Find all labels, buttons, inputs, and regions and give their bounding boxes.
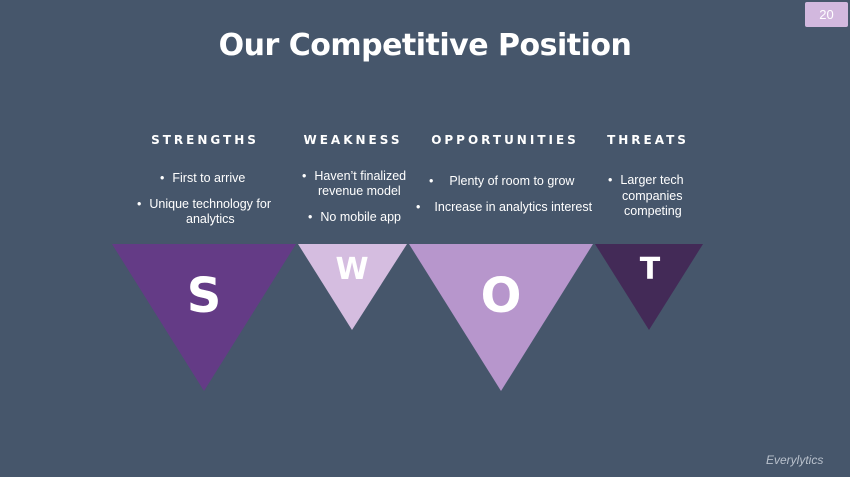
bullet-item: •Unique technology for (137, 197, 271, 211)
bullet-item-continued: competing (624, 204, 682, 218)
bullet-dot-icon: • (416, 200, 421, 214)
bullet-dot-icon: • (137, 197, 142, 211)
bullet-item-continued: companies (622, 189, 683, 203)
letter-w: W (335, 252, 369, 287)
bullet-item: •First to arrive (160, 171, 246, 185)
bullet-item: •Larger tech (608, 173, 684, 187)
strengths-triangle (112, 244, 296, 391)
bullet-item-continued: revenue model (318, 184, 401, 198)
bullet-dot-icon: • (160, 171, 165, 185)
page-number-badge: 20 (805, 2, 848, 27)
heading-weakness: WEAKNESS (303, 133, 403, 147)
bullet-dot-icon: • (302, 169, 307, 183)
letter-o: O (480, 268, 522, 324)
opportunities-triangle (409, 244, 593, 391)
heading-threats: THREATS (607, 133, 689, 147)
letter-t: T (639, 252, 661, 287)
weakness-triangle (298, 244, 407, 330)
bullet-dot-icon: • (308, 210, 313, 224)
heading-opportunities: OPPORTUNITIES (431, 133, 579, 147)
bullet-item-continued: analytics (186, 212, 235, 226)
slide-title: Our Competitive Position (218, 28, 632, 63)
bullet-item: •Plenty of room to grow (429, 174, 575, 188)
threats-triangle (595, 244, 703, 330)
bullet-item: •Increase in analytics interest (416, 200, 593, 214)
heading-strengths: STRENGTHS (151, 133, 259, 147)
brand-footer: Everylytics (766, 453, 824, 467)
letter-s: S (186, 268, 222, 324)
bullet-dot-icon: • (429, 174, 434, 188)
bullet-item: •Haven’t finalized (302, 169, 407, 183)
bullet-item: •No mobile app (308, 210, 401, 224)
bullet-dot-icon: • (608, 173, 613, 187)
